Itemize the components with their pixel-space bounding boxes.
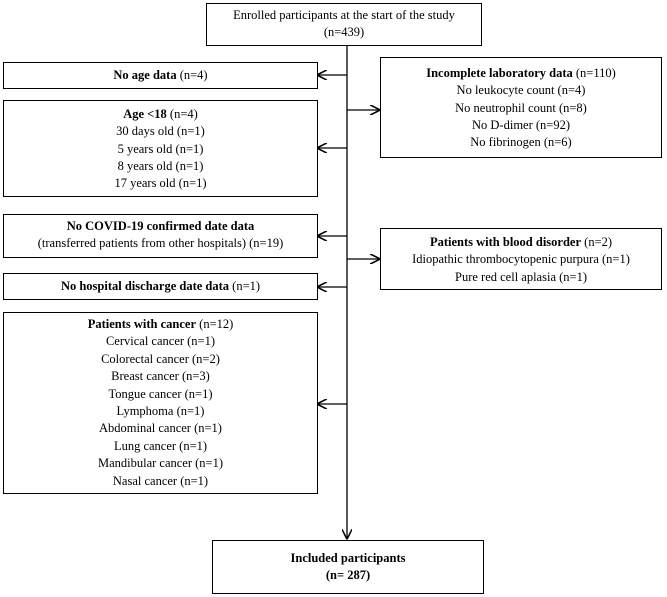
cancer-item: Abdominal cancer (n=1) <box>99 421 222 436</box>
discharge-title: No hospital discharge date data <box>60 279 230 293</box>
blood-item: Idiopathic thrombocytopenic purpura (n=1… <box>412 252 630 267</box>
cancer-item: Tongue cancer (n=1) <box>108 386 213 401</box>
lab-item: No leukocyte count (n=4) <box>456 83 586 98</box>
cancer-box: Patients with cancer (n=12) Cervical can… <box>3 312 318 494</box>
cancer-title: Patients with cancer <box>87 317 197 331</box>
cancer-item: Cervical cancer (n=1) <box>105 334 216 349</box>
lab-item: No D-dimer (n=92) <box>472 117 570 132</box>
cancer-item: Lymphoma (n=1) <box>116 404 205 419</box>
age-under-18-box: Age <18 (n=4) 30 days old (n=1) 5 years … <box>3 100 318 197</box>
discharge-count: (n=1) <box>229 279 261 293</box>
final-box: Included participants (n= 287) <box>212 540 484 594</box>
cancer-item: Lung cancer (n=1) <box>113 438 208 453</box>
final-line2: (n= 287) <box>325 568 371 583</box>
age-under-18-title: Age <18 <box>123 107 167 121</box>
lab-count: (n=110) <box>572 66 616 80</box>
lab-box: Incomplete laboratory data (n=110) No le… <box>380 57 662 158</box>
age-item: 17 years old (n=1) <box>114 176 207 191</box>
blood-box: Patients with blood disorder (n=2) Idiop… <box>380 228 662 290</box>
blood-title: Patients with blood disorder <box>429 235 582 249</box>
blood-count: (n=2) <box>581 235 613 249</box>
covid-date-title: No COVID-19 confirmed date data <box>66 219 255 233</box>
covid-date-box: No COVID-19 confirmed date data (transfe… <box>3 214 318 258</box>
lab-item: No neutrophil count (n=8) <box>455 100 587 115</box>
start-line1: Enrolled participants at the start of th… <box>233 8 455 22</box>
discharge-box: No hospital discharge date data (n=1) <box>3 273 318 300</box>
final-line1: Included participants <box>290 551 406 565</box>
cancer-item: Nasal cancer (n=1) <box>112 473 209 488</box>
age-item: 30 days old (n=1) <box>116 124 205 139</box>
no-age-box: No age data (n=4) <box>3 62 318 89</box>
cancer-item: Breast cancer (n=3) <box>111 369 210 384</box>
cancer-item: Colorectal cancer (n=2) <box>101 351 220 366</box>
start-box: Enrolled participants at the start of th… <box>206 3 482 46</box>
blood-item: Pure red cell aplasia (n=1) <box>455 269 587 284</box>
covid-date-detail: (transferred patients from other hospita… <box>37 236 284 251</box>
age-item: 5 years old (n=1) <box>117 141 204 156</box>
lab-title: Incomplete laboratory data <box>426 66 573 80</box>
lab-item: No fibrinogen (n=6) <box>470 135 572 150</box>
no-age-count: (n=4) <box>176 68 208 82</box>
cancer-count: (n=12) <box>196 317 234 331</box>
start-line2: (n=439) <box>323 25 365 40</box>
cancer-item: Mandibular cancer (n=1) <box>97 456 224 471</box>
no-age-title: No age data <box>113 68 177 82</box>
age-item: 8 years old (n=1) <box>117 158 204 173</box>
age-under-18-count: (n=4) <box>166 107 198 121</box>
